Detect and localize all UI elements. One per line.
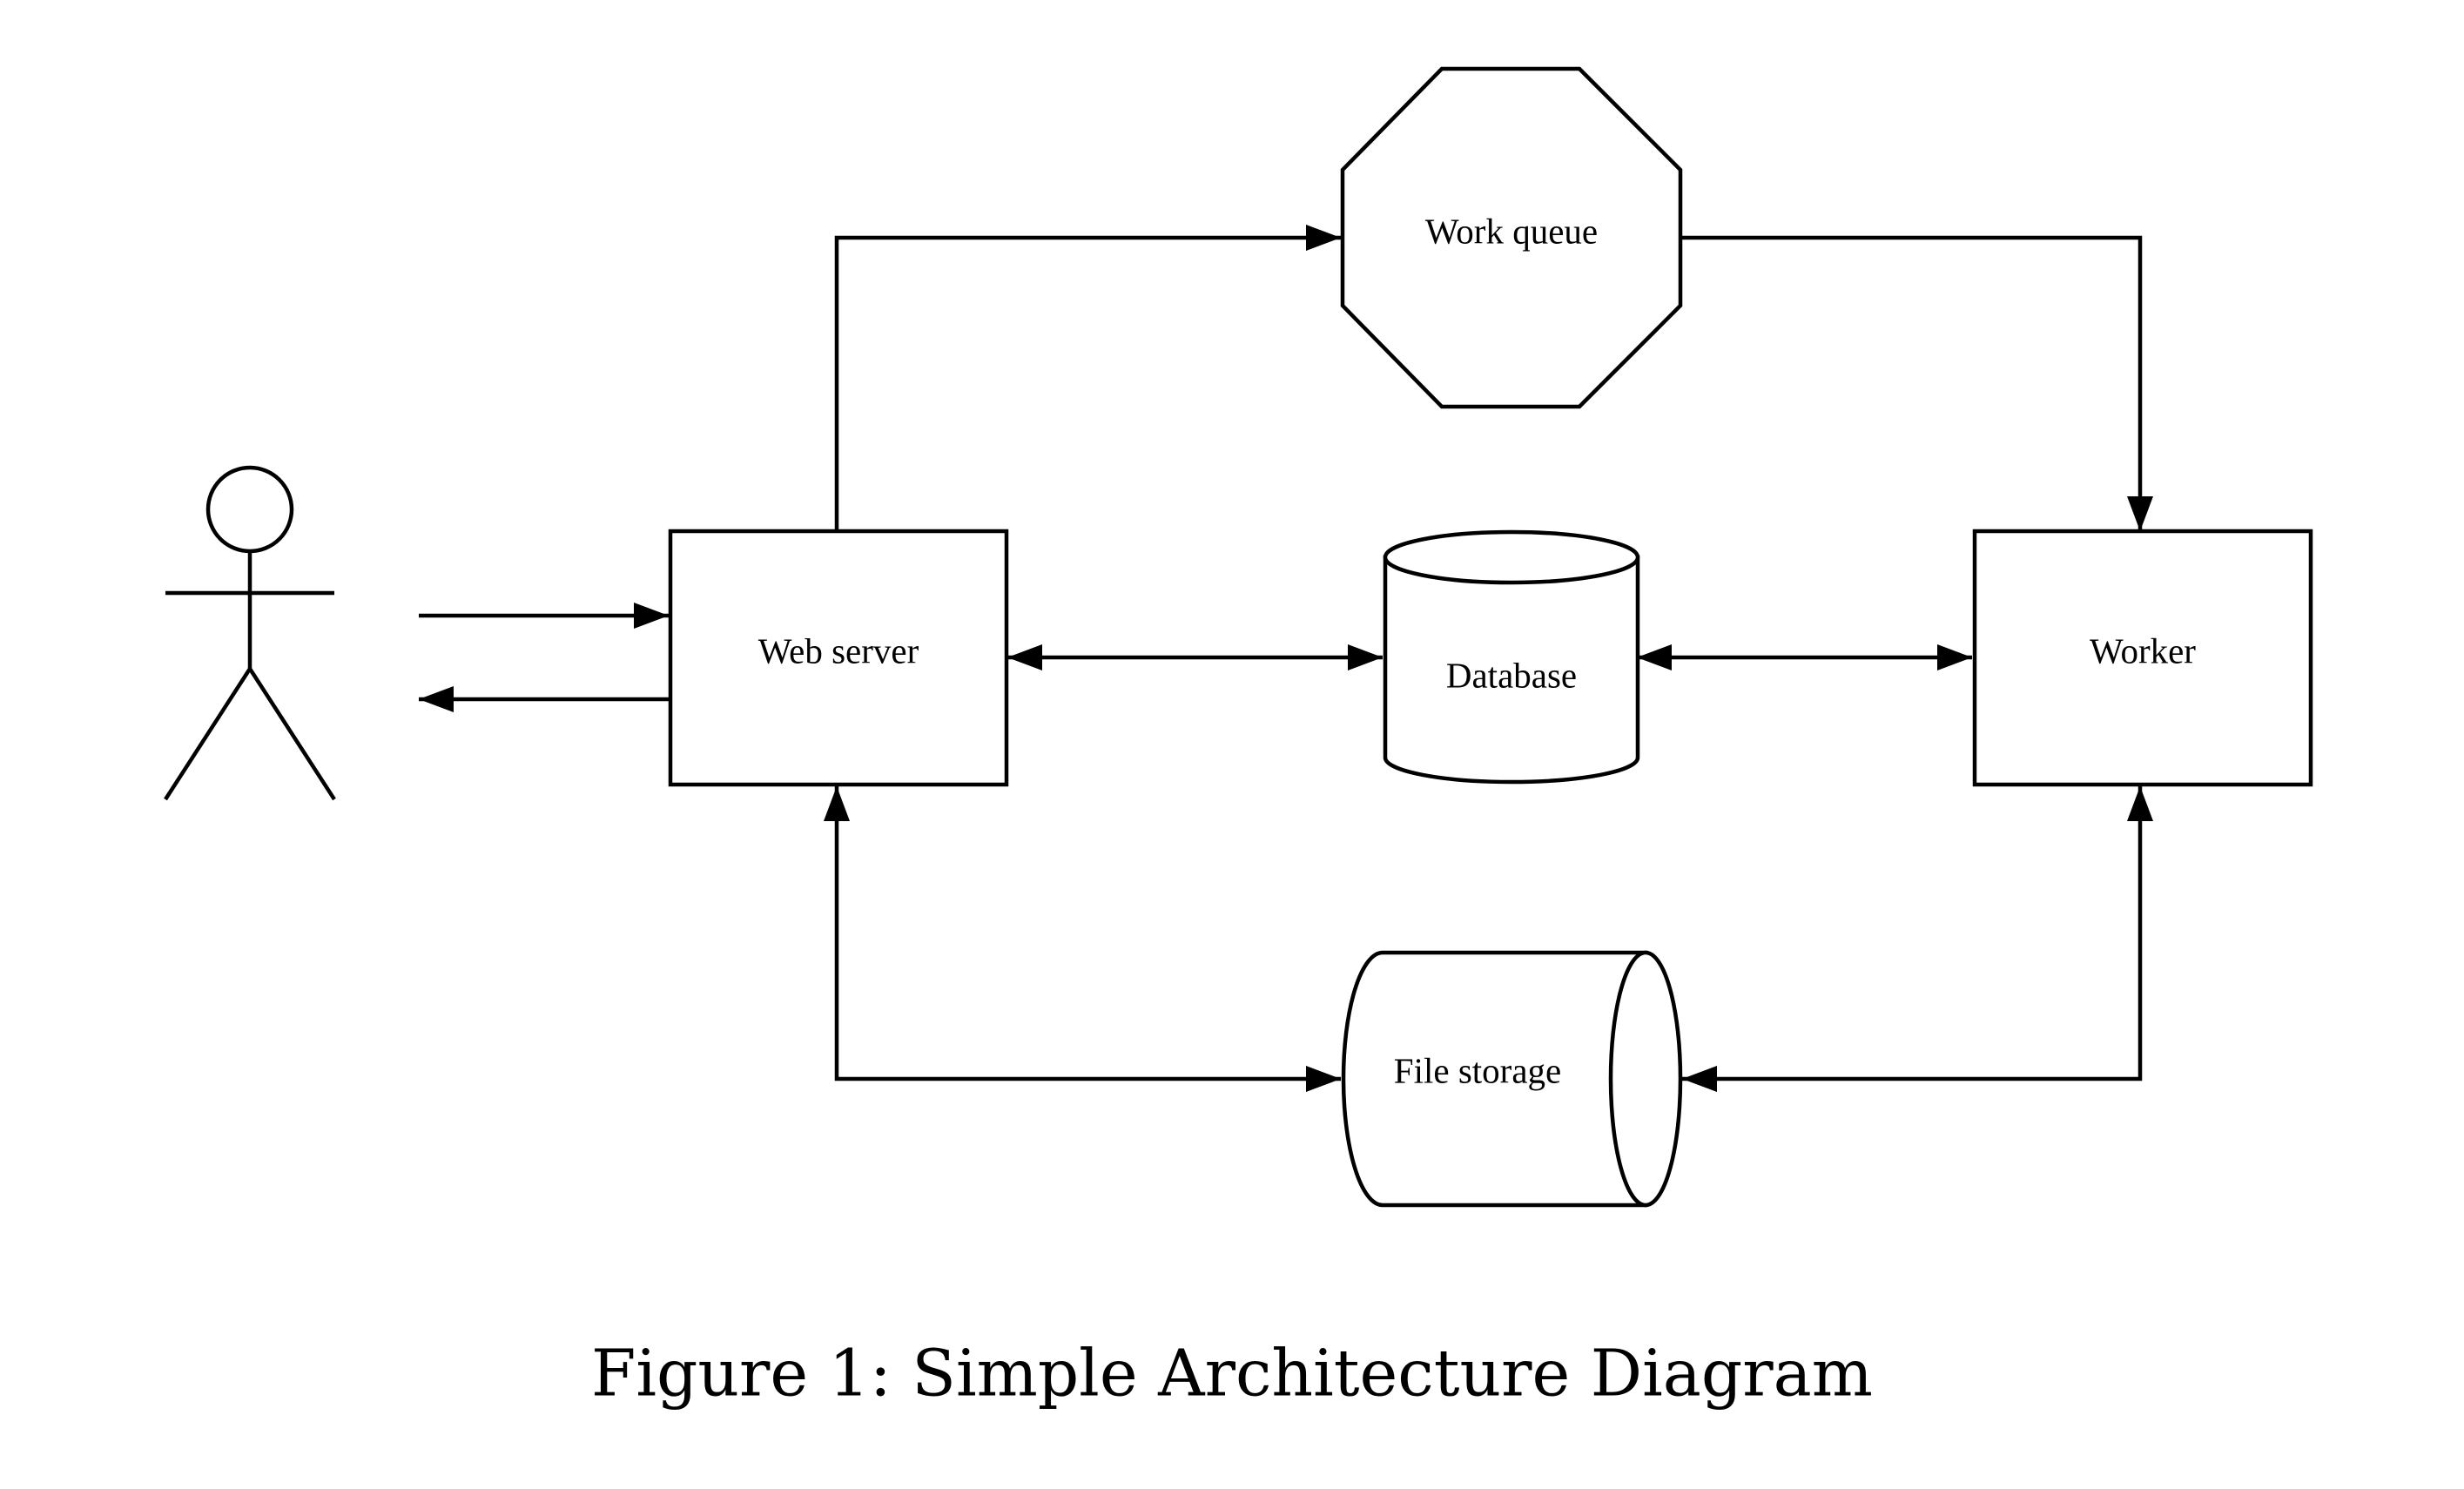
- node-work-queue-label: Work queue: [1425, 211, 1598, 251]
- arrow-web-server-to-work-queue: [834, 225, 1341, 531]
- arrow-worker-file-storage: [1682, 786, 2153, 1092]
- node-worker-label: Worker: [2090, 630, 2196, 670]
- arrow-web-server-file-storage: [824, 786, 1341, 1092]
- node-work-queue: Work queue: [1340, 66, 1683, 409]
- node-web-server-label: Web server: [758, 630, 919, 670]
- node-web-server: Web server: [668, 529, 1009, 787]
- node-file-storage-label: File storage: [1394, 1050, 1561, 1090]
- arrow-work-queue-to-worker: [1680, 235, 2153, 531]
- node-file-storage: File storage: [1341, 950, 1683, 1208]
- node-database-label: Database: [1446, 655, 1577, 695]
- user-actor-icon: [164, 465, 336, 801]
- node-database: Database: [1383, 529, 1640, 785]
- connectors: [419, 225, 2153, 1092]
- figure-caption: Figure 1: Simple Architecture Diagram: [591, 1336, 1873, 1411]
- node-worker: Worker: [1972, 529, 2313, 787]
